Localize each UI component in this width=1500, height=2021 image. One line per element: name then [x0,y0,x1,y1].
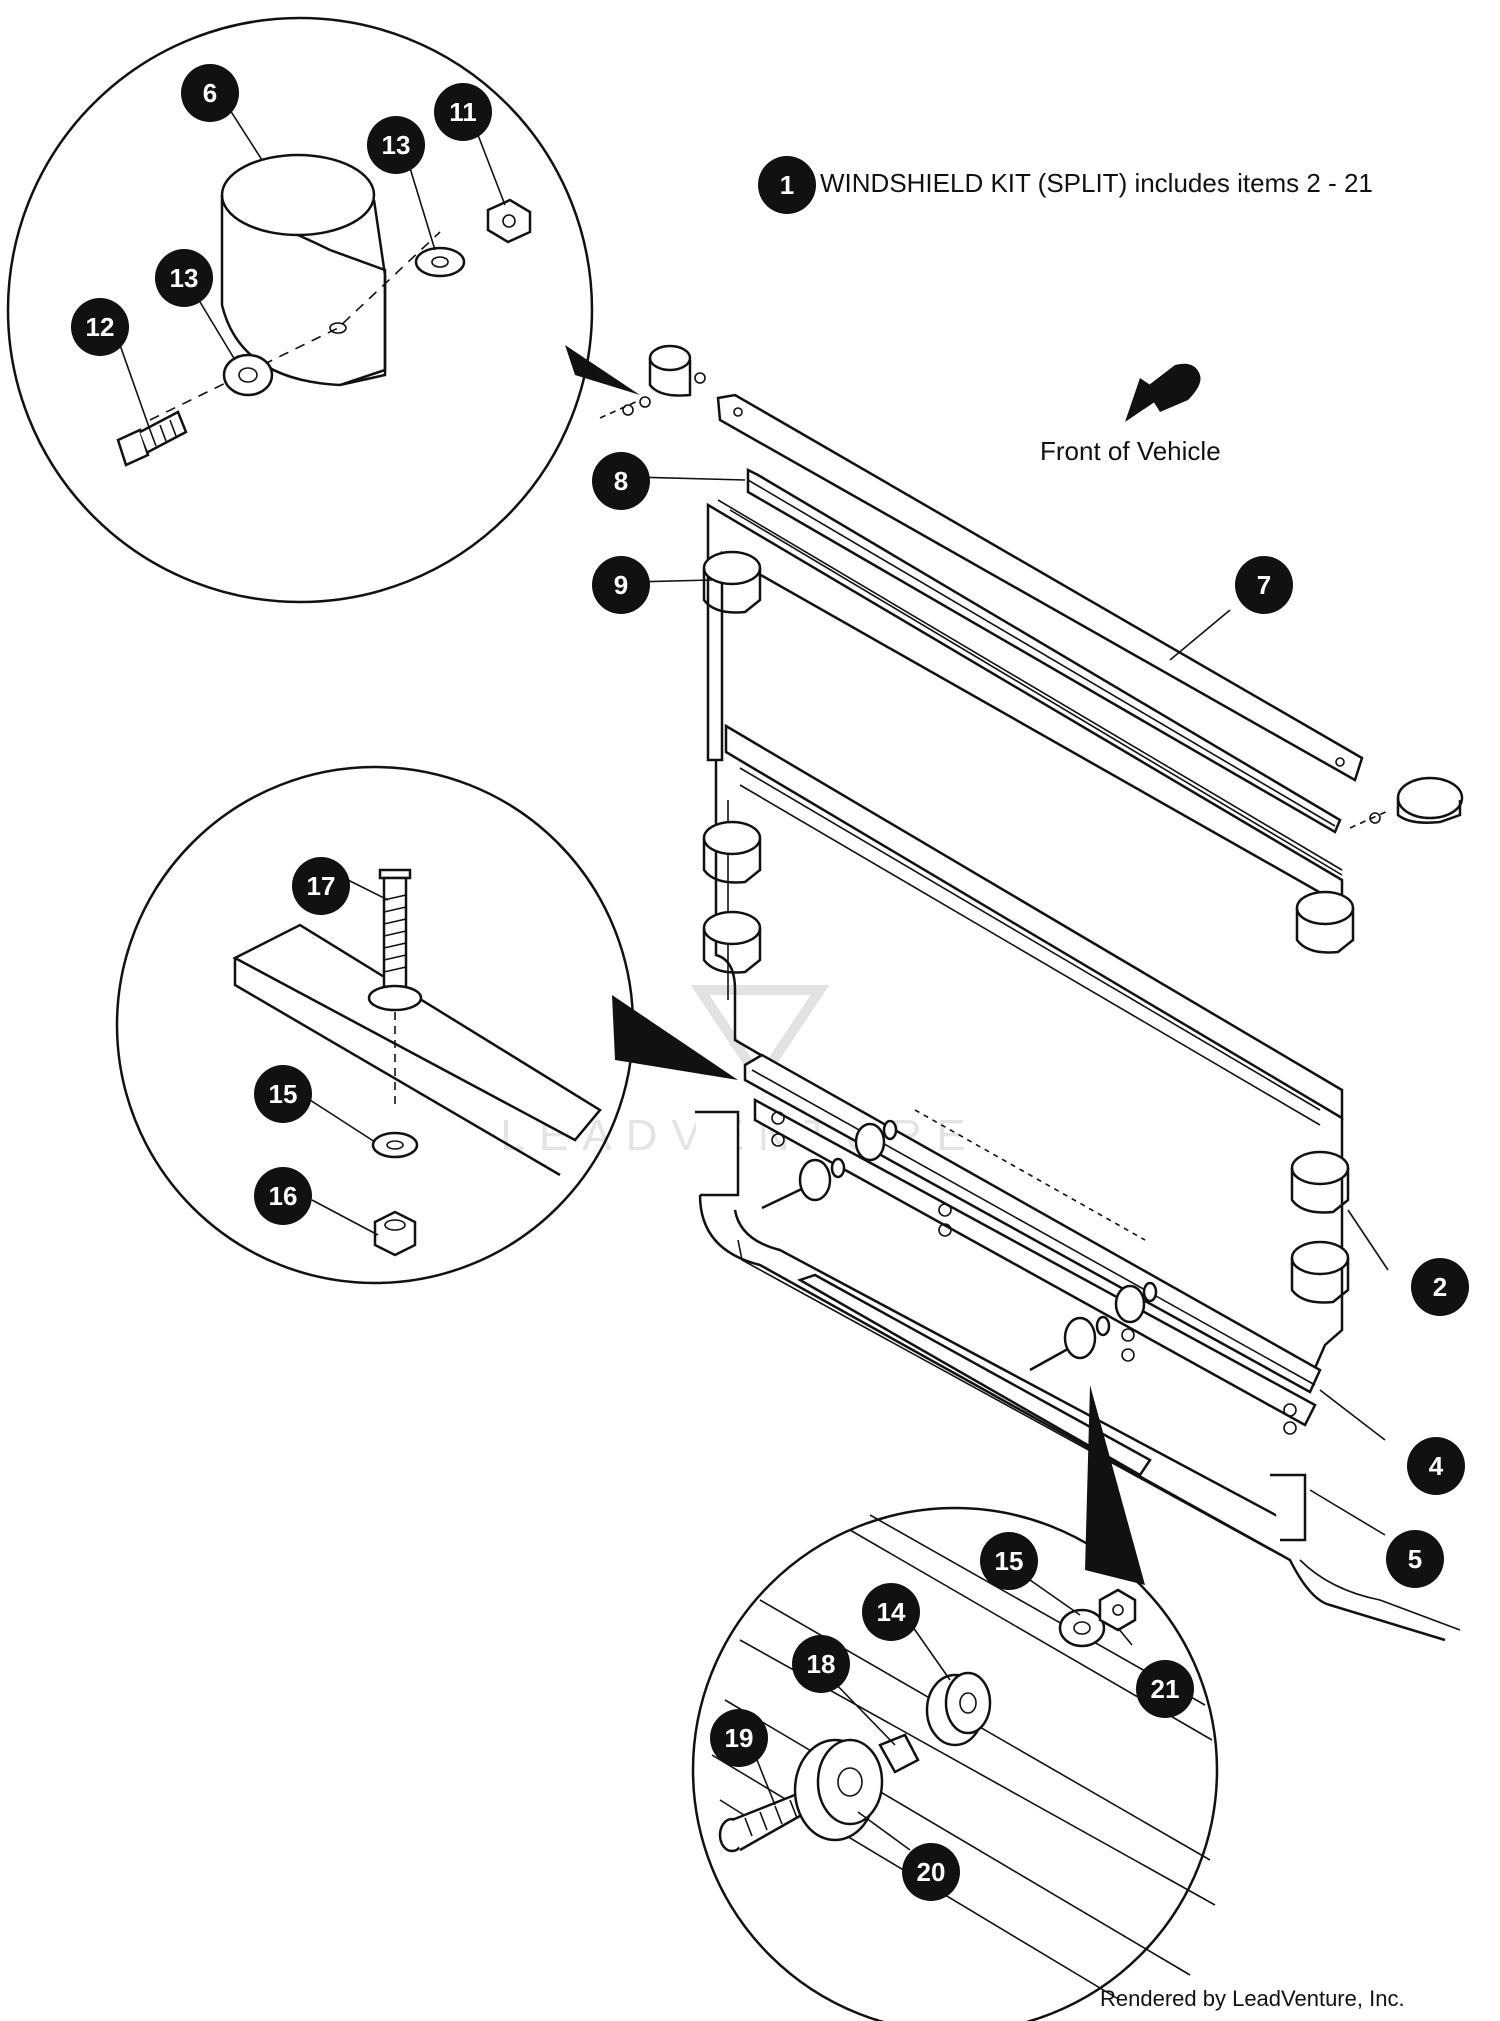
svg-text:18: 18 [807,1649,836,1679]
callout-15: 15 [254,1065,312,1123]
callout-20: 20 [902,1843,960,1901]
svg-text:6: 6 [203,78,217,108]
svg-text:15: 15 [269,1079,298,1109]
svg-text:12: 12 [86,312,115,342]
panel-clips [702,550,1355,1304]
callout-21: 21 [1136,1660,1194,1718]
svg-text:11: 11 [449,97,477,127]
callout-16: 16 [254,1167,312,1225]
svg-text:17: 17 [307,871,336,901]
svg-text:13: 13 [170,263,199,293]
svg-text:19: 19 [725,1723,754,1753]
callout-4: 4 [1407,1437,1465,1495]
callout-13: 13 [367,116,425,174]
callout-8: 8 [592,452,650,510]
svg-text:21: 21 [1151,1674,1180,1704]
callout-11: 11 [434,83,492,141]
callout-15: 15 [980,1532,1038,1590]
svg-text:7: 7 [1257,570,1271,600]
kit-label-number: 1 [780,170,794,200]
callout-12: 12 [71,298,129,356]
svg-text:8: 8 [614,466,628,496]
svg-text:4: 4 [1429,1451,1444,1481]
front-direction-arrow-icon [1125,363,1201,422]
mount-hardware [761,1109,1297,1435]
svg-text:15: 15 [995,1546,1024,1576]
rendered-by-credit: Rendered by LeadVenture, Inc. [1100,1986,1405,2011]
top-clamp [599,344,706,419]
callout-7: 7 [1235,556,1293,614]
callout-5: 5 [1386,1530,1444,1588]
kit-label: 1 WINDSHIELD KIT (SPLIT) includes items … [758,156,1373,214]
callout-2: 2 [1411,1258,1469,1316]
svg-text:14: 14 [877,1597,906,1627]
callout-9: 9 [592,556,650,614]
callout-14: 14 [862,1583,920,1641]
svg-text:5: 5 [1408,1544,1422,1574]
callout-19: 19 [710,1709,768,1767]
svg-text:2: 2 [1433,1272,1447,1302]
svg-text:13: 13 [382,130,411,160]
detail-circle-mount [691,1385,1219,2021]
svg-text:16: 16 [269,1181,298,1211]
windshield-assembly [599,344,1464,1642]
front-of-vehicle-label: Front of Vehicle [1040,436,1221,466]
detail-circle-bolt [115,765,738,1285]
clamp-part [220,153,387,387]
svg-text:20: 20 [917,1857,946,1887]
callout-13: 13 [155,249,213,307]
callout-17: 17 [292,857,350,915]
svg-text:9: 9 [614,570,628,600]
side-clamp [1349,776,1464,829]
kit-label-text: WINDSHIELD KIT (SPLIT) includes items 2 … [820,168,1373,198]
callout-18: 18 [792,1635,850,1693]
callout-6: 6 [181,64,239,122]
detail-circle-clamp [6,16,640,604]
